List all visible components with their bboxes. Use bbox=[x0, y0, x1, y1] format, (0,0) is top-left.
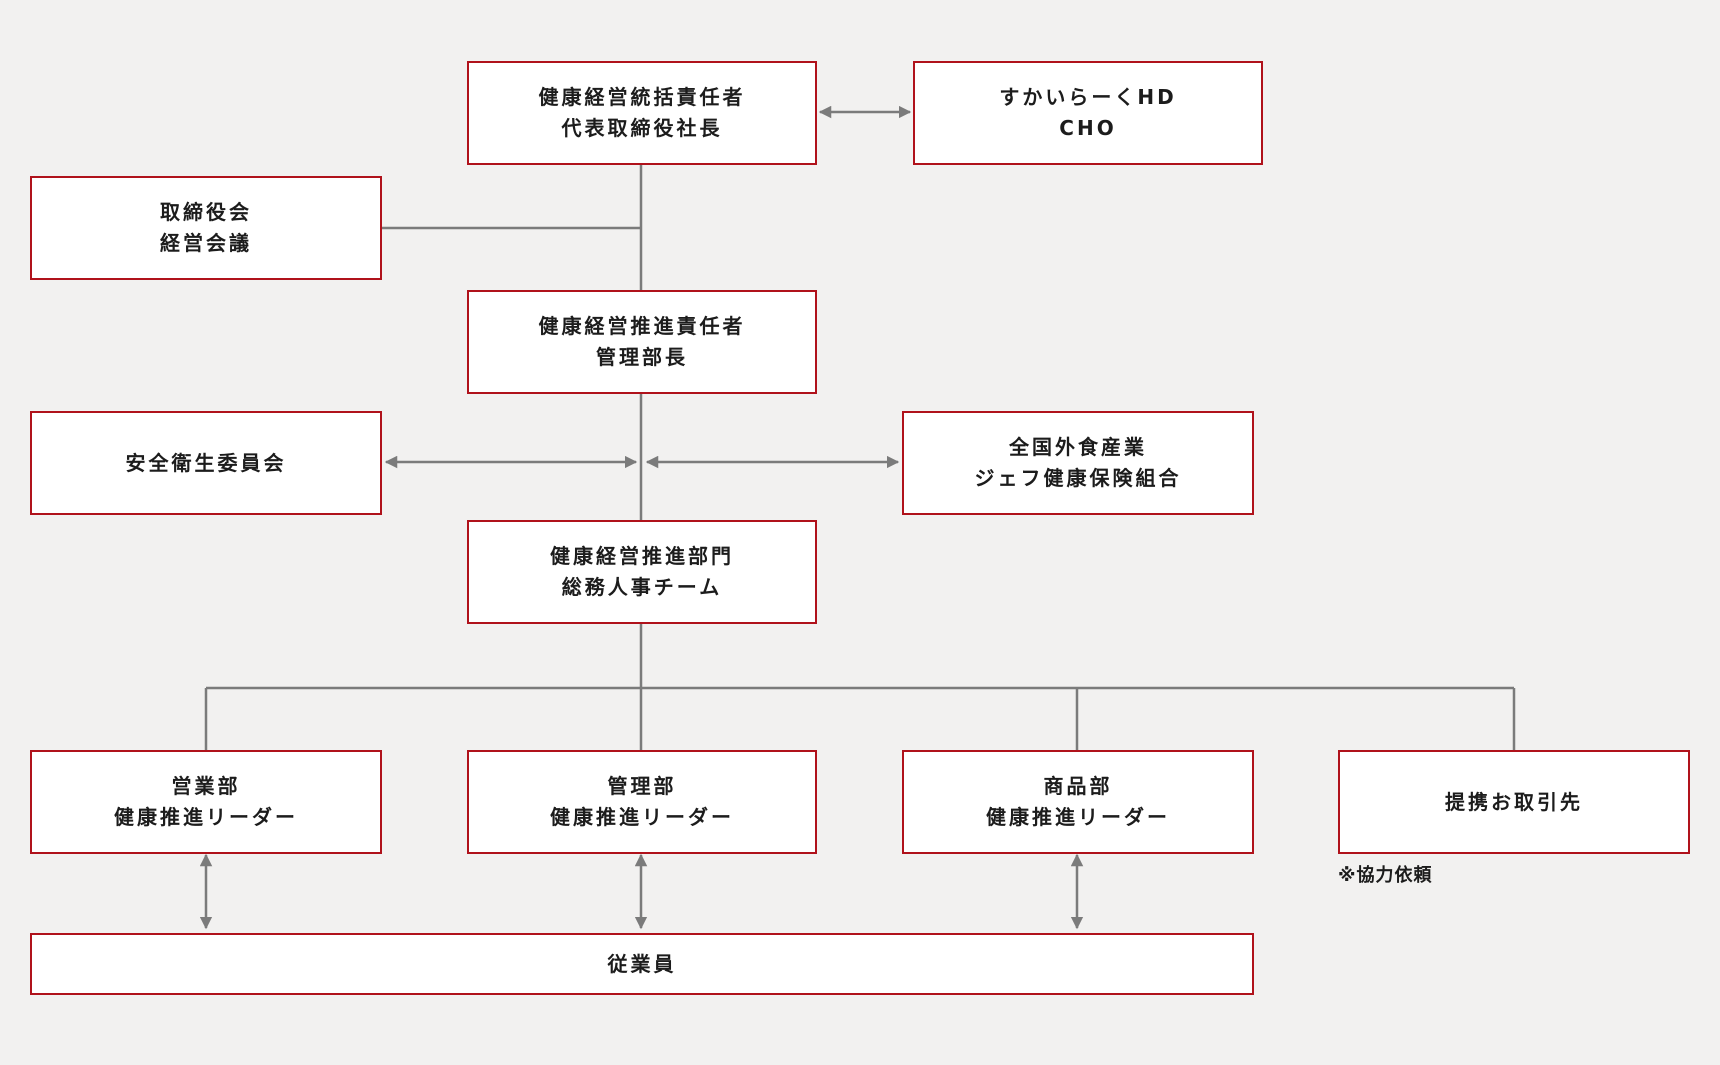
node-board: 取締役会 経営会議 bbox=[30, 176, 382, 280]
node-promotion-manager-title: 健康経営推進責任者 bbox=[538, 314, 746, 338]
node-safety-committee: 安全衛生委員会 bbox=[30, 411, 382, 515]
node-ceo-role: 代表取締役社長 bbox=[561, 116, 723, 140]
node-partners-title: 提携お取引先 bbox=[1445, 789, 1583, 814]
node-employees-title: 従業員 bbox=[607, 951, 677, 976]
node-partners: 提携お取引先 bbox=[1338, 750, 1690, 854]
node-promotion-manager: 健康経営推進責任者 管理部長 bbox=[467, 290, 817, 394]
node-admin-title: 管理部 bbox=[607, 774, 677, 798]
node-skylark-hd-role: CHO bbox=[1059, 116, 1117, 140]
node-promotion-manager-role: 管理部長 bbox=[596, 345, 688, 369]
node-health-insurance-title: 全国外食産業 bbox=[1009, 435, 1147, 459]
node-health-insurance: 全国外食産業 ジェフ健康保険組合 bbox=[902, 411, 1254, 515]
node-skylark-hd-title: すかいらーくHD bbox=[999, 85, 1177, 109]
node-health-insurance-subtitle: ジェフ健康保険組合 bbox=[974, 466, 1182, 490]
node-sales-title: 営業部 bbox=[171, 774, 241, 798]
node-safety-committee-title: 安全衛生委員会 bbox=[125, 450, 287, 475]
node-product-title: 商品部 bbox=[1043, 774, 1113, 798]
node-promotion-dept: 健康経営推進部門 総務人事チーム bbox=[467, 520, 817, 624]
node-skylark-hd: すかいらーくHD CHO bbox=[913, 61, 1263, 165]
node-board-subtitle: 経営会議 bbox=[160, 231, 252, 255]
node-ceo-title: 健康経営統括責任者 bbox=[538, 85, 746, 109]
node-sales-role: 健康推進リーダー bbox=[114, 805, 298, 829]
node-promotion-dept-title: 健康経営推進部門 bbox=[550, 544, 734, 568]
partners-note: ※協力依頼 bbox=[1338, 865, 1433, 886]
node-product: 商品部 健康推進リーダー bbox=[902, 750, 1254, 854]
node-admin: 管理部 健康推進リーダー bbox=[467, 750, 817, 854]
node-sales: 営業部 健康推進リーダー bbox=[30, 750, 382, 854]
node-board-title: 取締役会 bbox=[160, 200, 252, 224]
node-promotion-dept-team: 総務人事チーム bbox=[561, 575, 723, 599]
node-product-role: 健康推進リーダー bbox=[986, 805, 1170, 829]
node-ceo: 健康経営統括責任者 代表取締役社長 bbox=[467, 61, 817, 165]
node-employees: 従業員 bbox=[30, 933, 1254, 995]
node-admin-role: 健康推進リーダー bbox=[550, 805, 734, 829]
